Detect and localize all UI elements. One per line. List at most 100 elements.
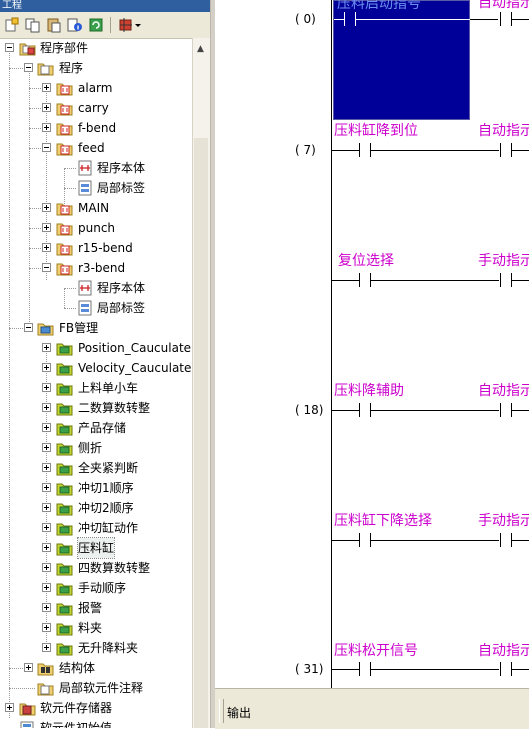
tree-label: 局部标签 bbox=[97, 181, 146, 195]
device-comment: 自动指示 bbox=[478, 643, 529, 659]
tree-item-fb[interactable]: 冲切2顺序 bbox=[0, 498, 192, 518]
expand-toggle[interactable] bbox=[42, 443, 51, 452]
tree-item-f-bend[interactable]: f-bend bbox=[0, 118, 192, 138]
expand-toggle[interactable] bbox=[42, 363, 51, 372]
output-panel-header[interactable]: 输出 bbox=[215, 688, 529, 729]
contact-no[interactable] bbox=[500, 533, 512, 547]
info-icon[interactable] bbox=[67, 17, 83, 33]
tree-item-struct[interactable]: 结构体 bbox=[0, 658, 192, 678]
tree-item-device-memory[interactable]: 软元件存储器 bbox=[0, 698, 192, 718]
scroll-up-icon[interactable]: ▲ bbox=[197, 44, 204, 54]
tree-item-fb-management[interactable]: FB管理 bbox=[0, 318, 192, 338]
refresh-icon[interactable] bbox=[88, 17, 104, 33]
collapse-toggle[interactable] bbox=[24, 323, 33, 332]
tree-item-r3-bend[interactable]: r3-bend bbox=[0, 258, 192, 278]
contact-no[interactable] bbox=[359, 143, 371, 157]
new-icon[interactable] bbox=[4, 17, 20, 33]
expand-toggle[interactable] bbox=[42, 583, 51, 592]
expand-toggle[interactable] bbox=[42, 543, 51, 552]
contact-no[interactable] bbox=[359, 403, 371, 417]
device-comment: 复位选择 bbox=[338, 253, 394, 269]
tree-item-feed[interactable]: feed bbox=[0, 138, 192, 158]
step-number: ( 7) bbox=[295, 143, 316, 157]
expand-toggle[interactable] bbox=[42, 243, 51, 252]
contact-no[interactable] bbox=[359, 662, 371, 676]
expand-toggle[interactable] bbox=[42, 123, 51, 132]
tree-item-fb[interactable]: Position_Cauculate bbox=[0, 338, 192, 358]
pane-splitter[interactable] bbox=[210, 0, 216, 728]
tree-item-alarm[interactable]: alarm bbox=[0, 78, 192, 98]
fb-icon bbox=[56, 400, 73, 416]
expand-toggle[interactable] bbox=[5, 703, 14, 712]
expand-toggle[interactable] bbox=[42, 223, 51, 232]
tree-item-fb-selected[interactable]: 压料缸 bbox=[0, 537, 192, 559]
tree-item-fb[interactable]: 上料单小车 bbox=[0, 378, 192, 398]
expand-toggle[interactable] bbox=[42, 423, 51, 432]
expand-toggle[interactable] bbox=[42, 83, 51, 92]
expand-toggle[interactable] bbox=[42, 503, 51, 512]
paste-icon[interactable] bbox=[46, 17, 62, 33]
tree-item-local-device-comment[interactable]: 局部软元件注释 bbox=[0, 678, 192, 698]
tree-item-fb[interactable]: 报警 bbox=[0, 598, 192, 618]
tree-item-fb[interactable]: 料夹 bbox=[0, 618, 192, 638]
expand-toggle[interactable] bbox=[42, 563, 51, 572]
collapse-toggle[interactable] bbox=[42, 143, 51, 152]
contact-no[interactable] bbox=[500, 143, 512, 157]
collapse-toggle[interactable] bbox=[24, 63, 33, 72]
copy-icon[interactable] bbox=[25, 17, 41, 33]
tree-label: carry bbox=[78, 101, 109, 115]
expand-toggle[interactable] bbox=[42, 463, 51, 472]
tree-item-fb[interactable]: 冲切1顺序 bbox=[0, 478, 192, 498]
expand-toggle[interactable] bbox=[42, 603, 51, 612]
tree-label: feed bbox=[78, 141, 105, 155]
collapse-toggle[interactable] bbox=[5, 43, 14, 52]
tree-item-fb[interactable]: 全夹紧判断 bbox=[0, 458, 192, 478]
tree-item-fb[interactable]: 二数算数转整 bbox=[0, 398, 192, 418]
expand-toggle[interactable] bbox=[42, 523, 51, 532]
scrollbar-thumb[interactable] bbox=[194, 138, 208, 728]
expand-toggle[interactable] bbox=[42, 623, 51, 632]
tree-label: 冲切1顺序 bbox=[78, 481, 134, 495]
tree-item-fb[interactable]: 产品存储 bbox=[0, 418, 192, 438]
tree-item-feed-body[interactable]: 程序本体 bbox=[0, 158, 192, 178]
contact-no[interactable] bbox=[500, 403, 512, 417]
expand-toggle[interactable] bbox=[24, 663, 33, 672]
tree-item-carry[interactable]: carry bbox=[0, 98, 192, 118]
tree-item-feed-labels[interactable]: 局部标签 bbox=[0, 178, 192, 198]
contact-no[interactable] bbox=[359, 273, 371, 287]
tree-item-fb[interactable]: 侧折 bbox=[0, 438, 192, 458]
settings-dropdown-icon[interactable] bbox=[118, 17, 144, 33]
ladder-cursor[interactable]: 压料启动指号 bbox=[333, 0, 470, 120]
expand-toggle[interactable] bbox=[42, 403, 51, 412]
tree-item-punch[interactable]: punch bbox=[0, 218, 192, 238]
tree-item-r3-body[interactable]: 程序本体 bbox=[0, 278, 192, 298]
expand-toggle[interactable] bbox=[42, 103, 51, 112]
expand-toggle[interactable] bbox=[42, 203, 51, 212]
tree-item-r3-labels[interactable]: 局部标签 bbox=[0, 298, 192, 318]
ladder-editor[interactable]: ( 0) ( 7) ( 18) ( 31) 压料启动指号 自动指示 压料缸降到位… bbox=[215, 0, 529, 688]
contact-no[interactable] bbox=[359, 533, 371, 547]
tree-label: alarm bbox=[78, 81, 113, 95]
panel-grip[interactable] bbox=[219, 699, 224, 723]
tree-item-main[interactable]: MAIN bbox=[0, 198, 192, 218]
tree-item-fb[interactable]: 冲切缸动作 bbox=[0, 518, 192, 538]
tree-item-programs[interactable]: 程序 bbox=[0, 58, 192, 78]
contact-no[interactable] bbox=[500, 662, 512, 676]
tree-item-fb[interactable]: 无升降料夹 bbox=[0, 638, 192, 658]
contact-no[interactable] bbox=[500, 273, 512, 287]
tree-item-device-init[interactable]: 软元件初始值 bbox=[0, 718, 192, 728]
tree-item-fb[interactable]: 四数算数转整 bbox=[0, 558, 192, 578]
expand-toggle[interactable] bbox=[42, 383, 51, 392]
contact-no[interactable] bbox=[500, 12, 512, 26]
tree-item-r15-bend[interactable]: r15-bend bbox=[0, 238, 192, 258]
contact-no[interactable] bbox=[344, 12, 356, 26]
tree-scrollbar[interactable]: ▲ bbox=[192, 38, 210, 728]
device-comment: 压料启动指号 bbox=[337, 0, 421, 12]
tree-item-fb[interactable]: 手动顺序 bbox=[0, 578, 192, 598]
tree-item-fb[interactable]: Velocity_Cauculate bbox=[0, 358, 192, 378]
tree-item-program-parts[interactable]: 程序部件 ︿ bbox=[0, 38, 205, 58]
collapse-toggle[interactable] bbox=[42, 263, 51, 272]
expand-toggle[interactable] bbox=[42, 483, 51, 492]
expand-toggle[interactable] bbox=[42, 643, 51, 652]
expand-toggle[interactable] bbox=[42, 343, 51, 352]
